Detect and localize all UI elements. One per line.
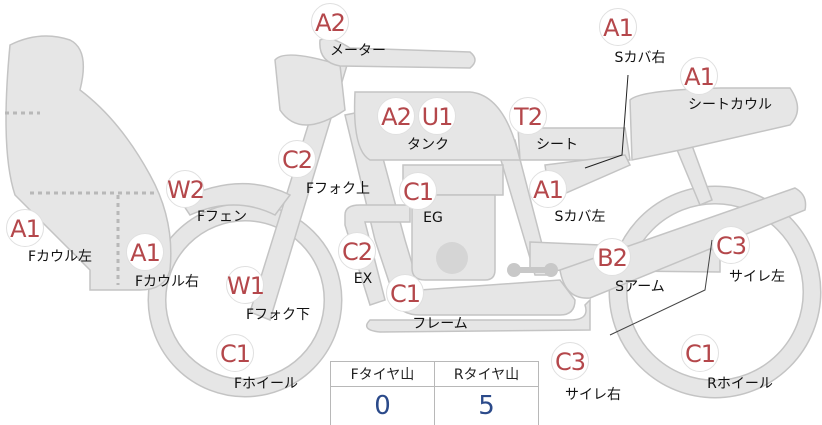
engine-code-badge[interactable]: C1 bbox=[399, 172, 437, 210]
swing-arm-code-badge[interactable]: B2 bbox=[593, 238, 631, 276]
seat-cowl-label: シートカウル bbox=[688, 97, 772, 113]
fork-upper-label: Fフォク上 bbox=[305, 181, 371, 197]
headlight bbox=[274, 54, 346, 126]
muffler-right-label: サイレ右 bbox=[565, 387, 621, 403]
rear-tire-header: Rタイヤ山 bbox=[434, 361, 539, 387]
frame-label: フレーム bbox=[412, 316, 468, 332]
front-cowl-right-label: Fカウル右 bbox=[134, 274, 200, 290]
side-cover-right-code-badge[interactable]: A1 bbox=[599, 8, 637, 46]
tank-label: タンク bbox=[407, 137, 449, 153]
fork-upper-code-badge[interactable]: C2 bbox=[278, 140, 316, 178]
front-tire-value: 0 bbox=[330, 386, 435, 425]
front-fender-label: Fフェン bbox=[196, 209, 248, 225]
seat-label: シート bbox=[536, 137, 578, 153]
front-wheel-label: Fホイール bbox=[233, 376, 299, 392]
front-cowl-right-code-badge[interactable]: A1 bbox=[126, 233, 164, 271]
side-cover-right-label: Sカバ右 bbox=[614, 50, 666, 66]
tire-tread-table: Fタイヤ山 Rタイヤ山 0 5 bbox=[330, 361, 539, 425]
front-cowl-left-code-badge[interactable]: A1 bbox=[6, 209, 44, 247]
rear-tire-value: 5 bbox=[434, 386, 539, 425]
tank-code-badge-2[interactable]: U1 bbox=[418, 97, 456, 135]
meter-label: メーター bbox=[330, 43, 386, 59]
rear-wheel-code-badge[interactable]: C1 bbox=[681, 334, 719, 372]
exhaust-label: EX bbox=[353, 271, 373, 287]
side-cover-left-label: Sカバ左 bbox=[554, 209, 606, 225]
exhaust-code-badge[interactable]: C2 bbox=[338, 232, 376, 270]
seat-cowl bbox=[629, 87, 799, 161]
seat bbox=[517, 127, 631, 161]
muffler-left-label: サイレ左 bbox=[729, 269, 785, 285]
fork-lower-code-badge[interactable]: W1 bbox=[226, 266, 265, 304]
front-tire-header: Fタイヤ山 bbox=[330, 361, 435, 387]
engine-label: EG bbox=[423, 210, 443, 226]
exhaust bbox=[344, 204, 411, 306]
front-cowl bbox=[5, 35, 172, 291]
front-fender-code-badge[interactable]: W2 bbox=[166, 170, 205, 208]
seat-code-badge[interactable]: T2 bbox=[509, 97, 547, 135]
front-fender bbox=[178, 182, 292, 216]
seat-cowl-code-badge[interactable]: A1 bbox=[680, 57, 718, 95]
fork-lower-label: Fフォク下 bbox=[245, 307, 311, 323]
front-wheel-code-badge[interactable]: C1 bbox=[216, 334, 254, 372]
rear-wheel-label: Rホイール bbox=[707, 376, 773, 392]
meter-code-badge[interactable]: A2 bbox=[311, 3, 349, 41]
engine bbox=[411, 194, 496, 281]
front-cowl-left-label: Fカウル左 bbox=[27, 249, 93, 265]
muffler-left-code-badge[interactable]: C3 bbox=[712, 226, 750, 264]
tank-code-badge-1[interactable]: A2 bbox=[377, 97, 415, 135]
side-cover-left-code-badge[interactable]: A1 bbox=[529, 170, 567, 208]
muffler-right-code-badge[interactable]: C3 bbox=[551, 342, 589, 380]
swing-arm-label: Sアーム bbox=[615, 279, 665, 295]
frame-code-badge[interactable]: C1 bbox=[386, 274, 424, 312]
